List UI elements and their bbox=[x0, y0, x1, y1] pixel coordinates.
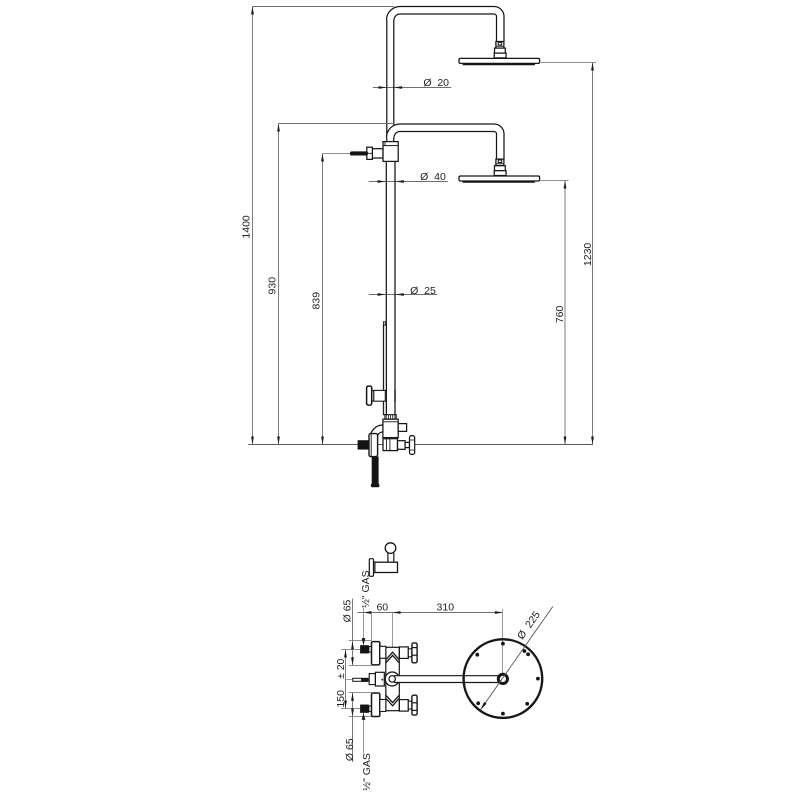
svg-text:930: 930 bbox=[267, 277, 279, 295]
svg-text:Ø 20: Ø 20 bbox=[423, 77, 449, 89]
svg-text:Ø 40: Ø 40 bbox=[420, 171, 446, 183]
svg-text:150: 150 bbox=[335, 690, 347, 708]
svg-text:310: 310 bbox=[437, 601, 455, 613]
svg-text:± 20: ± 20 bbox=[335, 658, 347, 679]
svg-text:839: 839 bbox=[311, 292, 323, 310]
svg-text:Ø 65: Ø 65 bbox=[342, 599, 354, 622]
svg-text:Ø 65: Ø 65 bbox=[344, 738, 356, 761]
svg-text:½" GAS: ½" GAS bbox=[361, 753, 373, 791]
svg-text:½" GAS: ½" GAS bbox=[360, 570, 372, 608]
svg-text:Ø 25: Ø 25 bbox=[410, 285, 436, 297]
svg-text:1230: 1230 bbox=[582, 243, 594, 267]
svg-text:760: 760 bbox=[554, 305, 566, 323]
svg-text:1400: 1400 bbox=[241, 215, 253, 239]
svg-text:60: 60 bbox=[376, 601, 388, 613]
